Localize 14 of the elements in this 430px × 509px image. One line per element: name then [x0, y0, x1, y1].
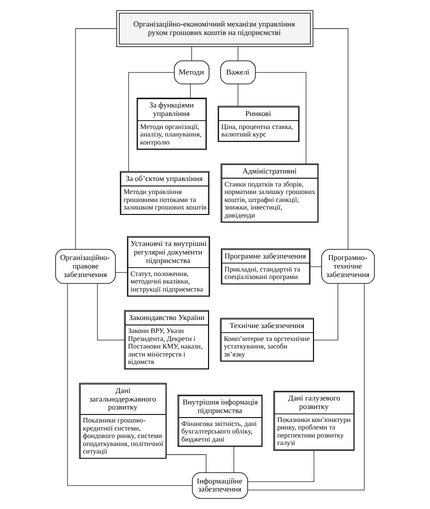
connector: [191, 46, 192, 61]
connector: [67, 283, 193, 486]
connector: [128, 72, 175, 172]
connector: [247, 450, 314, 482]
connector: [166, 454, 206, 473]
connector: [190, 84, 191, 98]
connector: [312, 28, 348, 250]
connector: [310, 266, 322, 268]
connector: [75, 28, 117, 250]
connector: [255, 72, 306, 164]
connector: [247, 283, 365, 490]
connector: [115, 272, 128, 273]
connector: [97, 283, 125, 340]
connector: [313, 283, 338, 340]
